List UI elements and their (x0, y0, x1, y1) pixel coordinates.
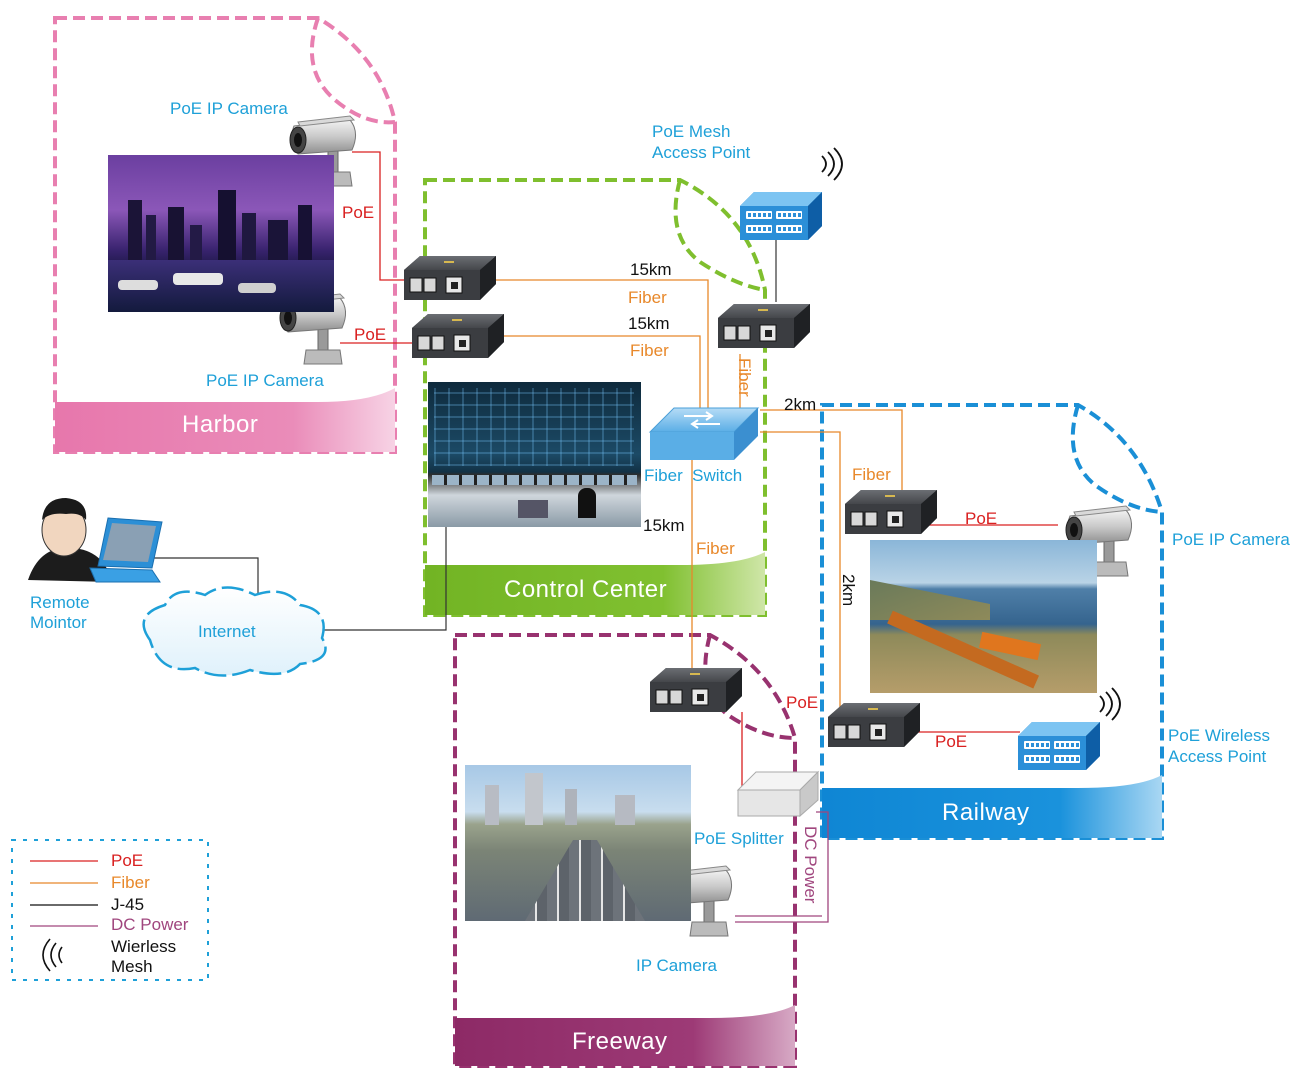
ip-camera-label: IP Camera (636, 956, 717, 975)
poe-splitter-device (736, 770, 820, 818)
legend-label-j45: J-45 (111, 895, 145, 914)
harbor-zone (53, 16, 397, 454)
distance-15km-a: 15km (630, 260, 672, 279)
poe-splitter-label: PoE Splitter (694, 829, 784, 848)
converter-harbor-top (403, 255, 497, 301)
railway-train-photo (870, 540, 1097, 693)
converter-freeway (649, 667, 743, 713)
legend-box (11, 839, 209, 981)
control-room-photo (428, 382, 641, 527)
converter-railway-top (844, 489, 938, 535)
harbor-poe-label-2: PoE (354, 325, 387, 344)
remote-monitor-label-line2: Mointor (30, 613, 87, 632)
control-center-zone (423, 178, 767, 617)
fiber-label-b: Fiber (630, 341, 669, 360)
wireless-access-point-device (1018, 722, 1100, 770)
fiber-switch-device (648, 407, 760, 460)
control-center-zone-title: Control Center (504, 576, 668, 603)
harbor-zone-title: Harbor (182, 411, 259, 438)
legend-label-fiber: Fiber (111, 873, 150, 892)
fiber-lines (495, 279, 903, 710)
freeway-traffic-photo (465, 765, 691, 921)
wireless-ap-label-line2: Access Point (1168, 747, 1267, 766)
railway-camera-label: PoE IP Camera (1172, 530, 1290, 549)
legend-label-poe: PoE (111, 851, 144, 870)
mesh-access-point-device (740, 192, 822, 240)
distance-2km-vertical: 2km (839, 574, 858, 607)
internet-cloud (142, 586, 327, 677)
legend-wireless-icon (42, 938, 63, 972)
remote-monitor-label-line1: Remote (30, 593, 90, 612)
dc-power-label: DC Power (801, 826, 820, 904)
railway-poe-label-1: PoE (965, 509, 998, 528)
mesh-ap-label-line2: Access Point (652, 143, 751, 162)
converter-harbor-bottom (411, 313, 505, 359)
railway-poe-label-2: PoE (935, 732, 968, 751)
internet-label: Internet (198, 622, 256, 641)
harbor-night-photo (108, 155, 334, 312)
freeway-poe-label: PoE (786, 693, 819, 712)
fiber-label-vertical: Fiber (735, 358, 754, 397)
mesh-wireless-icon (821, 147, 843, 181)
converter-railway-bottom (827, 702, 921, 748)
harbor-camera-top-label: PoE IP Camera (170, 99, 288, 118)
j45-lines (150, 238, 777, 631)
converter-mesh (717, 303, 811, 349)
harbor-poe-label-1: PoE (342, 203, 375, 222)
fiber-label-c: Fiber (696, 539, 735, 558)
railway-fiber-label: Fiber (852, 465, 891, 484)
distance-15km-b: 15km (628, 314, 670, 333)
legend-label-wireless-line1: Wierless (111, 937, 177, 956)
harbor-camera-bottom-label: PoE IP Camera (206, 371, 324, 390)
remote-monitor-illustration (28, 498, 163, 583)
fiber-switch-label: Fiber Switch (644, 466, 743, 485)
fiber-label-a: Fiber (628, 288, 667, 307)
distance-15km-c: 15km (643, 516, 685, 535)
legend-label-wireless-line2: Mesh (111, 957, 153, 976)
mesh-ap-label-line1: PoE Mesh (652, 122, 731, 141)
railway-wireless-icon (1099, 687, 1121, 721)
freeway-zone (453, 633, 797, 1068)
railway-zone-title: Railway (942, 799, 1030, 826)
railway-zone (820, 403, 1164, 840)
legend-label-dc-power: DC Power (111, 915, 189, 934)
dc-power-lines (735, 811, 829, 923)
poe-lines (340, 151, 1058, 790)
freeway-zone-title: Freeway (572, 1028, 668, 1055)
distance-2km-horizontal: 2km (784, 395, 817, 414)
wireless-ap-label-line1: PoE Wireless (1168, 726, 1271, 745)
